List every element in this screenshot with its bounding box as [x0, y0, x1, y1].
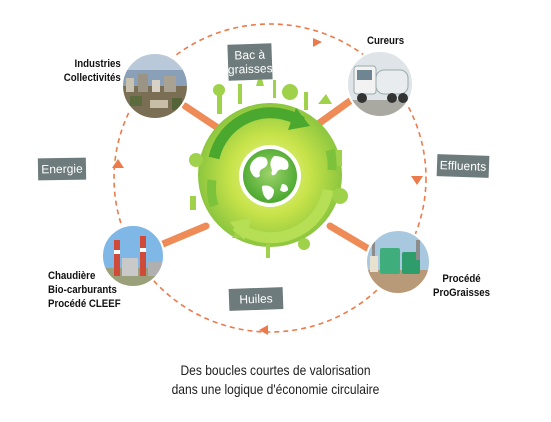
label-chaudiere-line-3: Procédé CLEEF	[48, 298, 121, 310]
label-industries-line-1: Industries	[74, 58, 121, 70]
loop-arrow-top-icon	[313, 38, 322, 47]
label-cureurs: Cureurs	[367, 34, 404, 48]
dashed-loop	[113, 23, 427, 333]
label-industries-line-2: Collectivités	[63, 72, 121, 84]
power-plant-photo	[101, 224, 165, 288]
label-industries: Industries Collectivités	[64, 57, 121, 85]
tag-effluents-text: Effluents	[439, 158, 487, 174]
tag-huiles: Huiles	[228, 287, 284, 311]
tag-bac-line-1: Bac à	[234, 47, 266, 63]
vacuum-truck-photo	[346, 50, 414, 118]
treatment-plant-photo	[365, 229, 431, 295]
tag-energie: Energie	[37, 157, 87, 181]
tag-bac-a-graisses: Bac à graisses	[227, 43, 273, 81]
loop-arrow-bottom-icon	[259, 325, 268, 335]
spokes	[159, 97, 371, 252]
label-chaudiere-line-2: Bio-carburants	[48, 284, 117, 296]
label-procede-line-1: Procédé	[442, 273, 481, 285]
caption-line-1: Des boucles courtes de valorisation	[180, 362, 371, 378]
label-procede-line-2: ProGraisses	[433, 287, 491, 299]
caption: Des boucles courtes de valorisation dans…	[39, 361, 513, 399]
loop-arrow-right-icon	[411, 176, 423, 185]
label-cureurs-line-1: Cureurs	[367, 35, 405, 47]
industrial-city-photo	[121, 52, 189, 120]
earth-globe-icon	[239, 145, 301, 207]
cycle-arrow-dark-icon	[208, 107, 305, 160]
tag-effluents: Effluents	[436, 154, 490, 178]
label-chaudiere: Chaudière Bio-carburants Procédé CLEEF	[48, 269, 121, 311]
label-procede-prograisses: Procédé ProGraisses	[433, 272, 490, 300]
cycle-arrow-light-icon	[232, 188, 334, 244]
caption-line-2: dans une logique d'économie circulaire	[171, 381, 380, 397]
tag-energie-text: Energie	[41, 161, 83, 177]
loop-arrow-left-icon	[112, 159, 124, 168]
tag-bac-line-2: graisses	[227, 61, 273, 77]
label-chaudiere-line-1: Chaudière	[48, 270, 96, 282]
tag-huiles-text: Huiles	[239, 291, 273, 307]
